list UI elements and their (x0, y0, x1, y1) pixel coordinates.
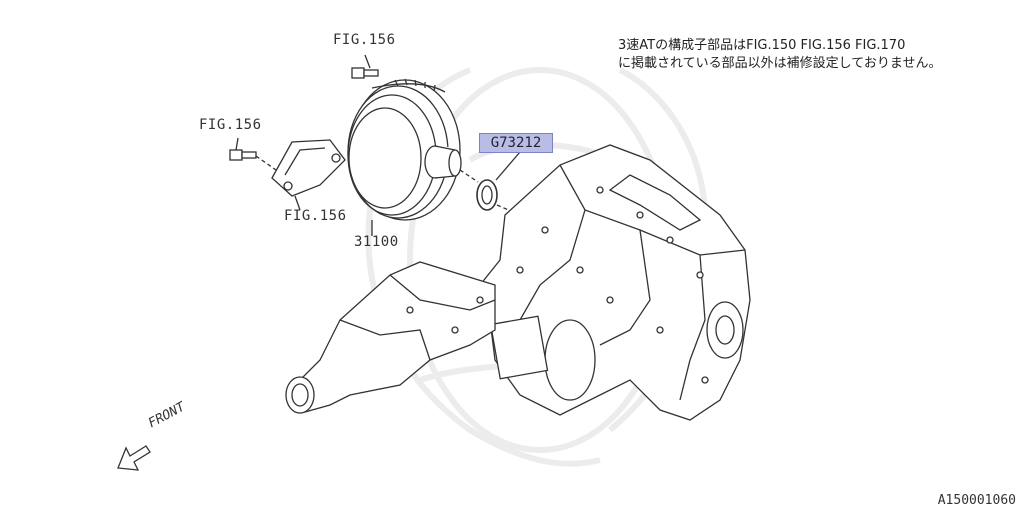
label-fig156-left[interactable]: FIG.156 (199, 117, 262, 133)
label-fig156-bottom[interactable]: FIG.156 (284, 208, 347, 224)
label-fig156-top[interactable]: FIG.156 (333, 32, 396, 48)
note-line-2: に掲載されている部品以外は補修設定しておりません。 (618, 56, 942, 71)
label-part-31100[interactable]: 31100 (354, 234, 399, 250)
highlighted-part-g73212[interactable]: G73212 (479, 133, 553, 153)
torque-converter (347, 78, 462, 221)
oil-seal (476, 179, 498, 211)
bracket-plate (271, 139, 346, 197)
leader-fig156-top (364, 54, 371, 69)
note-line-1: 3速ATの構成子部品はFIG.150 FIG.156 FIG.170 (618, 38, 906, 53)
bolt-top (351, 67, 379, 79)
extension-housing (285, 261, 496, 414)
diagram-code: A150001060 (937, 493, 1016, 508)
axis-line (459, 169, 479, 183)
leader-g73212 (495, 151, 521, 181)
transmission-case (479, 144, 751, 421)
bolt-left (229, 149, 257, 161)
front-arrow-icon (117, 445, 151, 471)
